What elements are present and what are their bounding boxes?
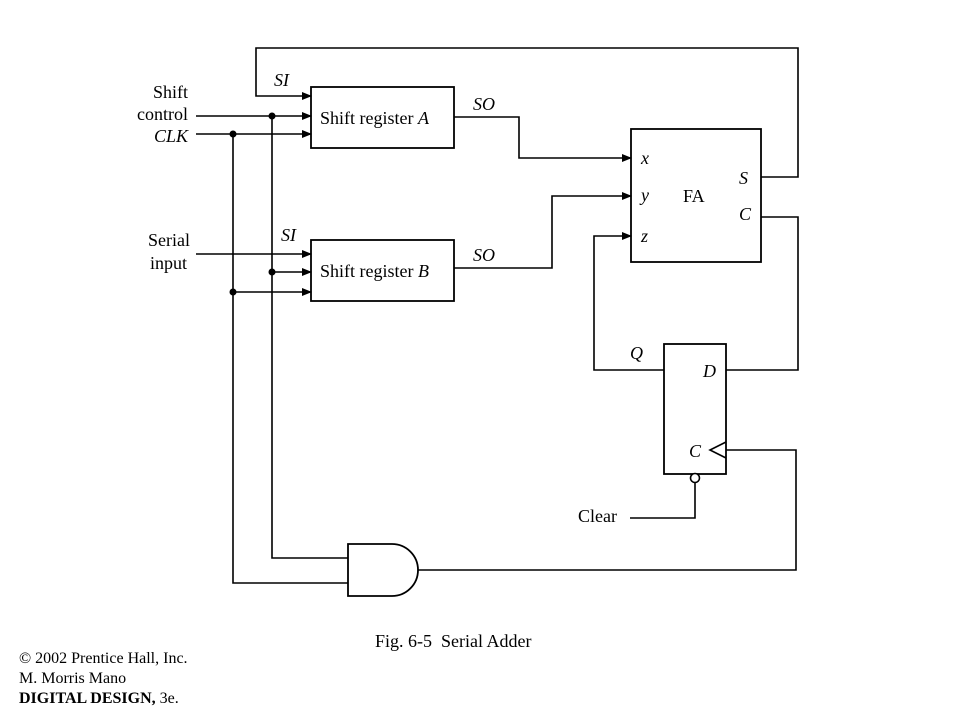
junction-dot bbox=[268, 112, 276, 120]
so-b-label: SO bbox=[473, 245, 495, 265]
clear-wire bbox=[630, 483, 696, 519]
feedback-sum-wire bbox=[255, 47, 799, 178]
shift-control-label-2: control bbox=[137, 104, 188, 124]
si-b-label: SI bbox=[281, 225, 297, 245]
clk-bus bbox=[232, 134, 348, 584]
fa-c-label: C bbox=[739, 204, 752, 224]
clock-triangle bbox=[708, 441, 727, 459]
clk-label: CLK bbox=[154, 126, 189, 146]
serial-input-label-2: input bbox=[150, 253, 187, 273]
fa-y-label: y bbox=[639, 185, 649, 205]
ff-c-label: C bbox=[689, 441, 702, 461]
fa-label: FA bbox=[683, 186, 705, 206]
junction-dot bbox=[229, 288, 237, 296]
fa-s-label: S bbox=[739, 168, 748, 188]
shift-control-label-1: Shift bbox=[153, 82, 188, 102]
shift-register-a-label: Shift register A bbox=[320, 108, 430, 128]
junction-dot bbox=[229, 130, 237, 138]
carry-out-wire bbox=[726, 216, 799, 371]
and-gate bbox=[347, 543, 419, 597]
ff-q-label: Q bbox=[630, 343, 643, 363]
fa-x-label: x bbox=[640, 148, 649, 168]
book-edition: 3e. bbox=[155, 690, 179, 707]
ff-clock-wire bbox=[418, 449, 797, 571]
so-a-label: SO bbox=[473, 94, 495, 114]
serial-input-label-1: Serial bbox=[148, 230, 190, 250]
clear-label: Clear bbox=[578, 506, 617, 526]
clear-bubble bbox=[689, 472, 701, 484]
fa-z-label: z bbox=[640, 226, 648, 246]
junction-dot bbox=[268, 268, 276, 276]
credits-line-1: © 2002 Prentice Hall, Inc. bbox=[19, 650, 188, 667]
so-b-wire bbox=[454, 192, 632, 269]
shift-register-b-label: Shift register B bbox=[320, 261, 429, 281]
si-a-label: SI bbox=[274, 70, 290, 90]
figure-caption: Fig. 6-5 Serial Adder bbox=[375, 631, 531, 651]
q-feedback-wire bbox=[593, 232, 664, 371]
book-title: DIGITAL DESIGN, bbox=[19, 690, 156, 707]
shift-control-bus bbox=[271, 116, 348, 559]
ff-d-label: D bbox=[702, 361, 716, 381]
credits-line-2: M. Morris Mano bbox=[19, 670, 127, 687]
so-a-wire bbox=[454, 116, 632, 162]
credits-line-3: DIGITAL DESIGN, 3e. bbox=[19, 689, 188, 709]
copyright-credits: © 2002 Prentice Hall, Inc. M. Morris Man… bbox=[19, 649, 188, 709]
